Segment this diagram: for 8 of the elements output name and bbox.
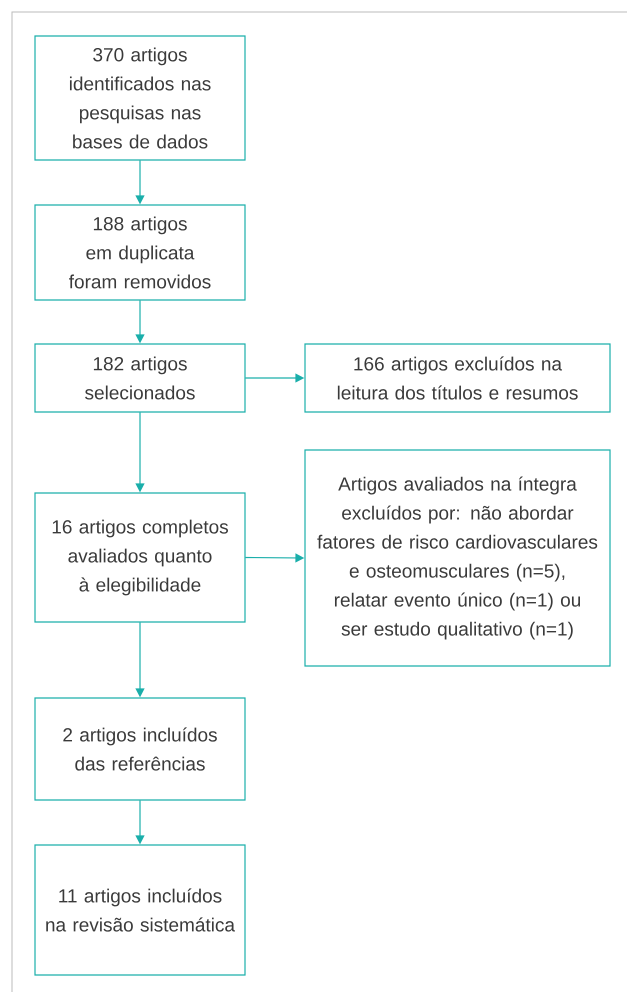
process-box: Artigos avaliados na íntegra excluídos por: não abordar fatores de risco cardiovasculares e osteomusculares (n=5), relatar evento único (n=1) ou ser estudo qualitativo (n=1) [304, 449, 611, 667]
process-box: 188 artigos em duplicata foram removidos [34, 204, 246, 301]
process-box: 182 artigos selecionados [34, 343, 246, 413]
process-box: 11 artigos incluídos na revisão sistemática [34, 844, 246, 976]
process-box: 2 artigos incluídos das referências [34, 697, 246, 801]
process-box: 16 artigos completos avaliados quanto à elegibilidade [34, 492, 246, 623]
process-box: 166 artigos excluídos na leitura dos títulos e resumos [304, 343, 611, 413]
process-box: 370 artigos identificados nas pesquisas nas bases de dados [34, 35, 246, 161]
